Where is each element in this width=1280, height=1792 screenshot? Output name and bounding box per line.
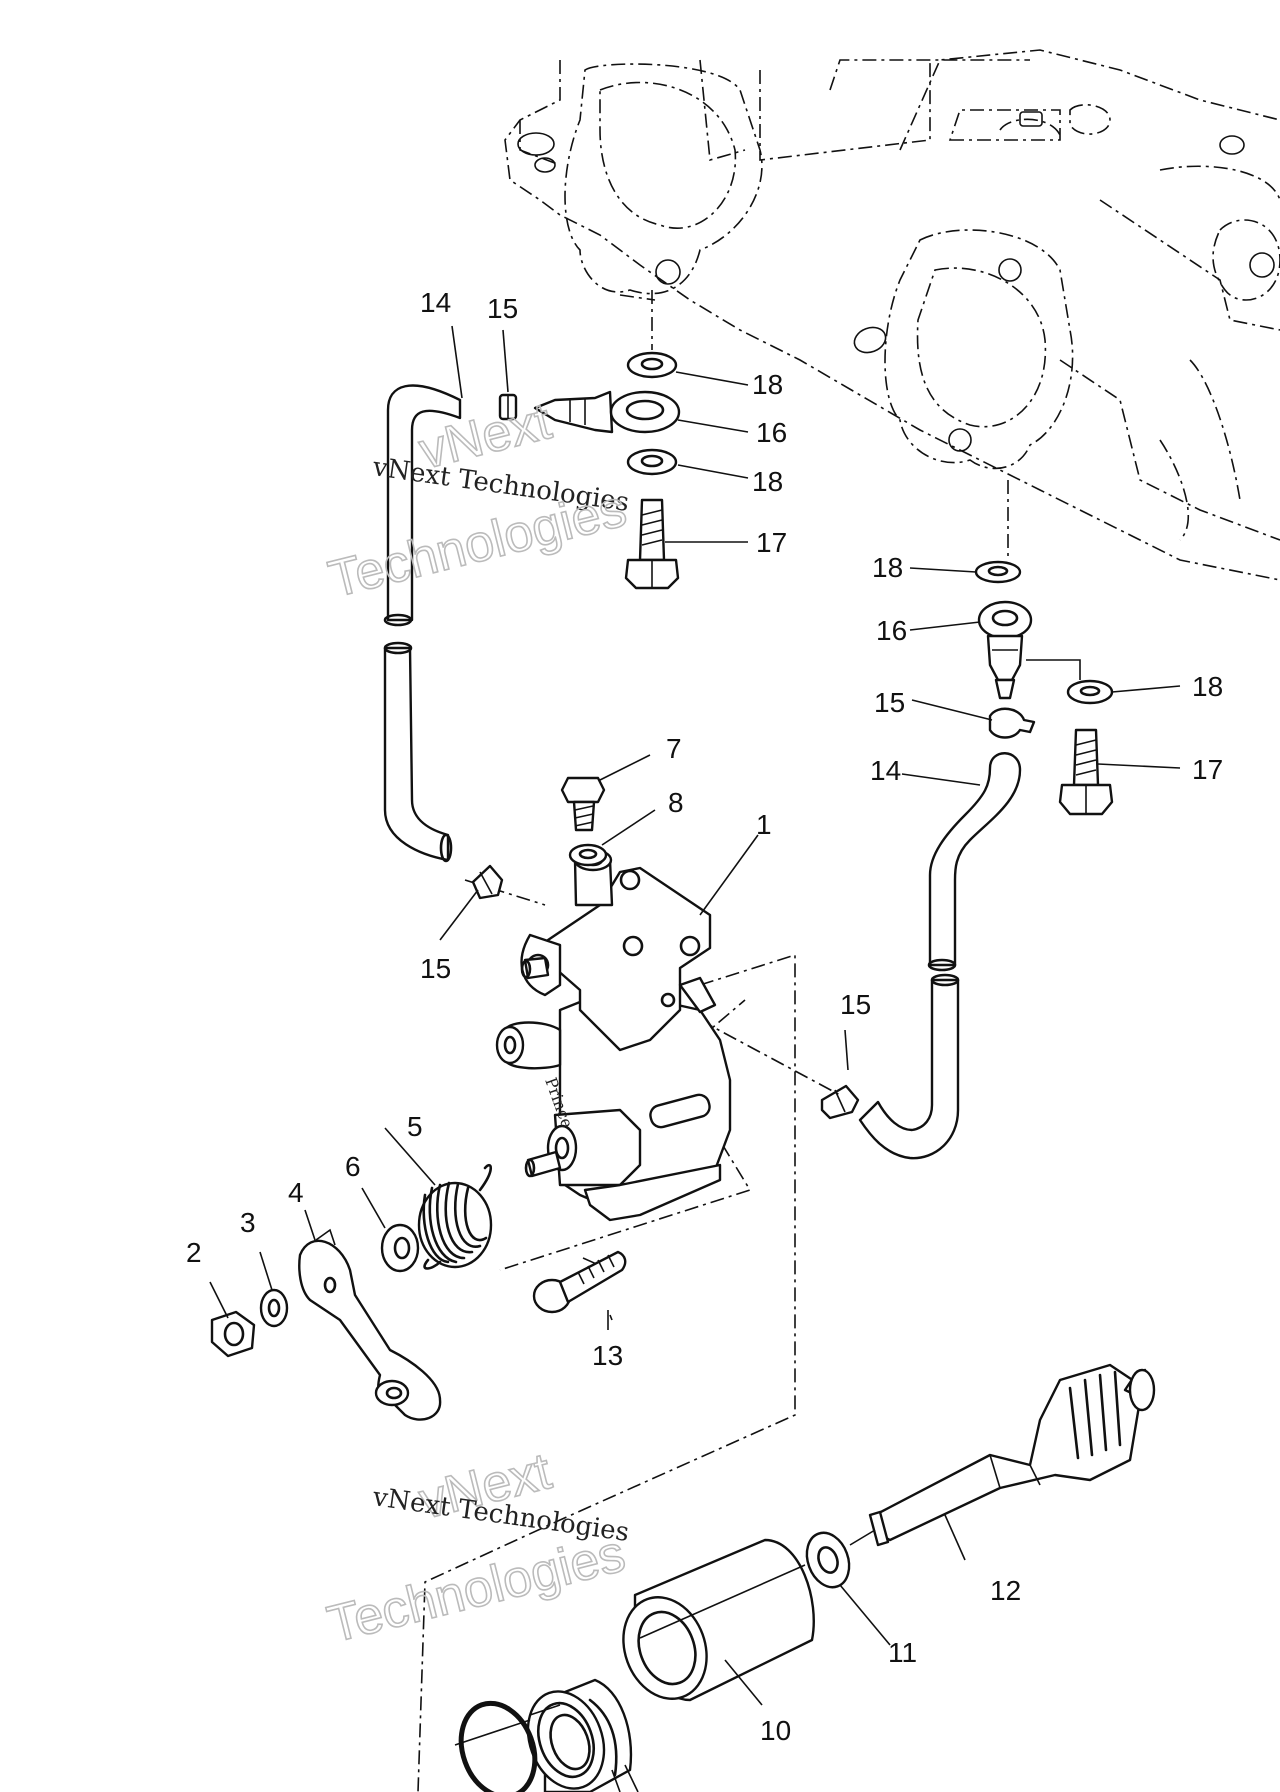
callout-16-upper: 16 bbox=[756, 417, 787, 448]
seal-9 bbox=[526, 1678, 633, 1792]
callout-15-left: 15 bbox=[420, 953, 451, 984]
banjo-bolt-17-upper bbox=[624, 498, 680, 590]
callout-15-lower-right: 15 bbox=[840, 989, 871, 1020]
callout-4: 4 bbox=[288, 1177, 304, 1208]
watermark-big-line-2-lower: Technologies bbox=[322, 1525, 631, 1655]
left-oil-line-assembly bbox=[383, 290, 681, 863]
callout-18-c: 18 bbox=[872, 552, 903, 583]
shaft-12 bbox=[868, 1363, 1156, 1547]
callout-8: 8 bbox=[668, 787, 684, 818]
callout-18-a: 18 bbox=[752, 369, 783, 400]
washer-3 bbox=[259, 1288, 289, 1328]
washer-18-c bbox=[974, 560, 1022, 584]
bolt-7 bbox=[560, 776, 606, 832]
callout-6: 6 bbox=[345, 1151, 361, 1182]
callout-14-upper-left: 14 bbox=[420, 287, 451, 318]
hose-lower-left bbox=[383, 646, 450, 862]
callout-7: 7 bbox=[666, 733, 682, 764]
right-oil-line-assembly bbox=[820, 480, 1114, 1160]
watermark-lower: vNext vNext Technologies Technologies bbox=[321, 1441, 631, 1655]
callout-17-upper: 17 bbox=[756, 527, 787, 558]
callout-12: 12 bbox=[990, 1575, 1021, 1606]
engine-crankcase bbox=[504, 49, 1280, 581]
watermark-big-line-2: Technologies bbox=[323, 479, 632, 609]
o-ring bbox=[458, 1700, 538, 1792]
callout-14-right: 14 bbox=[870, 755, 901, 786]
callout-11: 11 bbox=[888, 1637, 917, 1668]
hose-lower-right bbox=[858, 978, 960, 1160]
callout-10: 10 bbox=[760, 1715, 791, 1746]
washer-8 bbox=[568, 843, 608, 867]
washer-18-a bbox=[626, 351, 678, 379]
callout-18-d: 18 bbox=[1192, 671, 1223, 702]
bolt-13 bbox=[532, 1250, 627, 1314]
callout-13: 13 bbox=[592, 1340, 623, 1371]
lever-4 bbox=[298, 1228, 442, 1421]
callout-1: 1 bbox=[756, 809, 772, 840]
banjo-fitting-16-upper bbox=[533, 390, 681, 434]
washer-18-b bbox=[626, 448, 678, 476]
callout-2: 2 bbox=[186, 1237, 202, 1268]
callout-labels: 14 15 18 16 18 17 18 16 15 18 14 17 7 8 … bbox=[186, 287, 1223, 1746]
washer-6 bbox=[380, 1223, 420, 1273]
banjo-bolt-17-right bbox=[1058, 728, 1114, 816]
callout-16-right: 16 bbox=[876, 615, 907, 646]
hose-upper-left bbox=[386, 384, 462, 622]
nut-2 bbox=[210, 1310, 256, 1358]
banjo-fitting-16-right bbox=[977, 600, 1033, 700]
washer-11 bbox=[805, 1531, 851, 1589]
clamp-15-upper-left bbox=[471, 864, 504, 900]
callout-17-right: 17 bbox=[1192, 754, 1223, 785]
callout-15-right: 15 bbox=[874, 687, 905, 718]
washer-18-d bbox=[1066, 679, 1114, 705]
oil-pump-body: Prince bbox=[417, 848, 841, 1792]
leader-lines bbox=[209, 325, 1181, 1706]
clamp-15-right bbox=[988, 707, 1036, 739]
callout-15-upper-left: 15 bbox=[487, 293, 518, 324]
spring-5 bbox=[417, 1163, 493, 1270]
hose-upper-right bbox=[928, 752, 1022, 967]
callout-5: 5 bbox=[407, 1111, 423, 1142]
bushing-10 bbox=[622, 1538, 815, 1702]
callout-3: 3 bbox=[240, 1207, 256, 1238]
callout-18-b: 18 bbox=[752, 466, 783, 497]
